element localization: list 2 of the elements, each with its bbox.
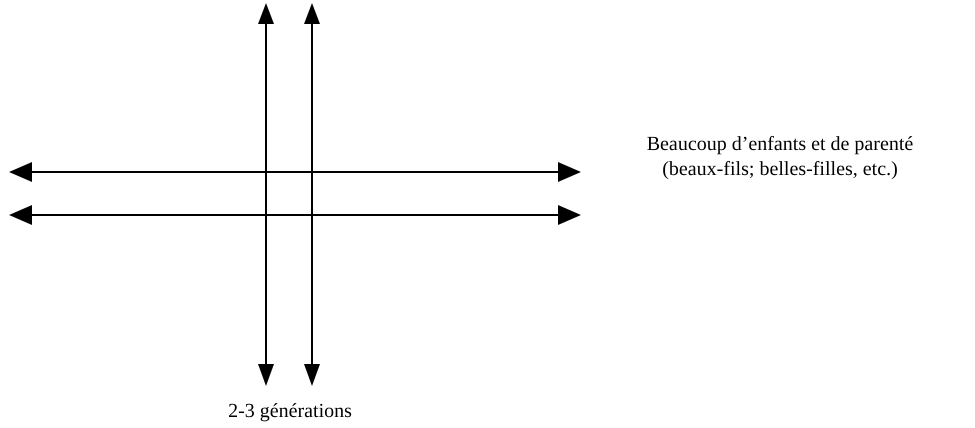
- axis-label: Beaucoup d’enfants et de parenté (beaux-fils; belles-filles, etc.): [646, 132, 914, 182]
- axis-label: 2-3 générations: [227, 399, 353, 424]
